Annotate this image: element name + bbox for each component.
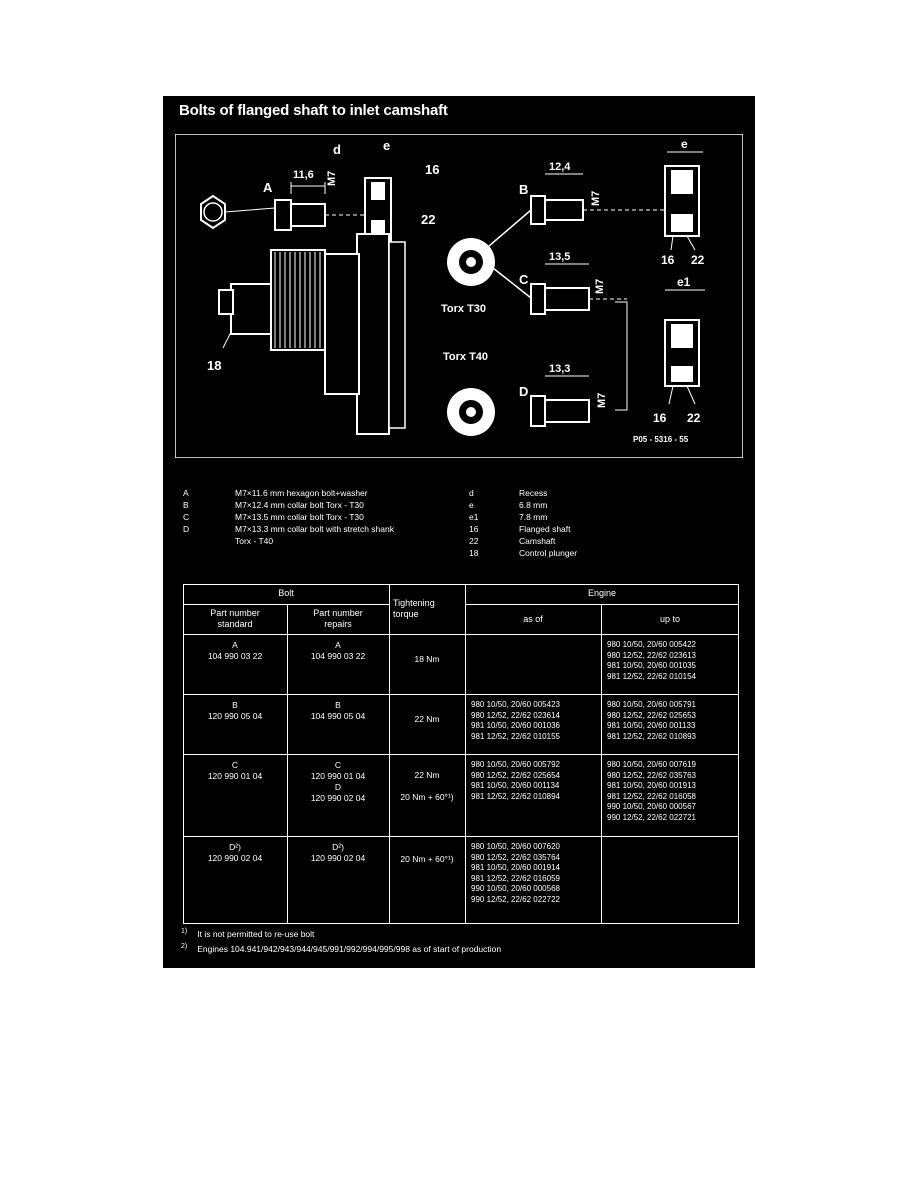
table-cell-rep: A 104 990 03 22 <box>310 640 366 661</box>
legend-key: e1 <box>469 512 479 522</box>
hexagon-head-icon <box>200 194 226 230</box>
header-pn-standard: Part number standard <box>210 608 260 629</box>
header-engine: Engine <box>587 588 617 598</box>
table-cell-rep: C 120 990 01 04 D 120 990 02 04 <box>310 760 366 803</box>
label-d-bolt: D <box>519 384 528 399</box>
label-torx-t40: Torx T40 <box>443 351 488 363</box>
label-22: 22 <box>421 212 435 227</box>
table-cell-up-to: 980 10/50, 20/60 007619 980 12/52, 22/62… <box>607 760 696 822</box>
torx-t40-icon <box>447 388 495 436</box>
technical-diagram: d e 16 22 A 11,6 M7 18 B 12,4 M7 C 13,5 … <box>175 134 743 458</box>
dim-b: 12,4 <box>549 161 571 173</box>
legend-text: Camshaft <box>519 536 556 546</box>
label-22-cd: 22 <box>687 411 701 425</box>
legend-text: M7×13.3 mm collar bolt with stretch shan… <box>235 524 394 534</box>
m7-a: M7 <box>326 171 338 186</box>
figure-reference: P05 - 5316 - 55 <box>633 435 689 444</box>
legend-key: A <box>183 488 189 498</box>
table-cell-torque: 22 Nm 20 Nm + 60°¹) <box>400 770 454 802</box>
header-bolt: Bolt <box>278 588 294 598</box>
document-panel: Bolts of flanged shaft to inlet camshaft <box>163 96 755 968</box>
legend-text: M7×12.4 mm collar bolt Torx - T30 <box>235 500 364 510</box>
page-title: Bolts of flanged shaft to inlet camshaft <box>179 102 448 119</box>
bolt-table: Bolt Part number standard Part number re… <box>183 584 739 924</box>
legend-text: M7×11.6 mm hexagon bolt+washer <box>235 488 368 498</box>
section-view-b <box>664 165 700 237</box>
label-18: 18 <box>207 358 221 373</box>
legend-key: 16 <box>469 524 479 534</box>
table-cell-up-to: 980 10/50, 20/60 005791 980 12/52, 22/62… <box>607 700 696 741</box>
legend-key: e <box>469 500 474 510</box>
flanged-shaft-assembly <box>218 177 406 435</box>
table-cell-as-of: 980 10/50, 20/60 007620 980 12/52, 22/62… <box>471 842 560 904</box>
table-cell-torque: 18 Nm <box>414 654 440 664</box>
label-e: e <box>383 138 390 153</box>
legend-key: d <box>469 488 474 498</box>
table-cell-torque: 20 Nm + 60°¹) <box>400 854 454 864</box>
label-e-right: e <box>681 137 688 151</box>
header-pn-repairs: Part number repairs <box>313 608 363 629</box>
table-cell-as-of: 980 10/50, 20/60 005423 980 12/52, 22/62… <box>471 700 560 741</box>
torx-t30-icon <box>447 238 495 286</box>
table-cell-std: D²) 120 990 02 04 <box>207 842 263 863</box>
footnotes: 1)It is not permitted to re-use bolt 2)E… <box>181 928 501 958</box>
legend-text: Flanged shaft <box>519 524 571 534</box>
legend-text: 7.8 mm <box>519 512 548 522</box>
legend-key: 22 <box>469 536 479 546</box>
table-cell-torque: 22 Nm <box>414 714 440 724</box>
bolt-a-shape <box>274 199 365 231</box>
legend-key: C <box>183 512 190 522</box>
label-d: d <box>333 142 341 157</box>
label-16: 16 <box>425 162 439 177</box>
label-22-b: 22 <box>691 253 705 267</box>
table-cell-std: A 104 990 03 22 <box>207 640 263 661</box>
legend-text: Control plunger <box>519 548 578 558</box>
bolt-b-shape <box>530 195 665 225</box>
legend-text: Torx - T40 <box>235 536 274 546</box>
bolt-d-shape <box>530 395 590 427</box>
footnote: 1)It is not permitted to re-use bolt <box>181 928 315 939</box>
table-cell-rep: D²) 120 990 02 04 <box>310 842 366 863</box>
m7-d: M7 <box>596 393 608 408</box>
dim-c: 13,5 <box>549 251 570 263</box>
table-cell-up-to: 980 10/50, 20/60 005422 980 12/52, 22/62… <box>607 640 696 681</box>
label-e1: e1 <box>677 275 691 289</box>
table-cell-rep: B 104 990 05 04 <box>310 700 366 721</box>
header-as-of: as of <box>523 614 543 624</box>
dim-a: 11,6 <box>293 169 314 181</box>
m7-b: M7 <box>590 191 602 206</box>
header-up-to: up to <box>659 614 681 624</box>
label-a: A <box>263 180 273 195</box>
label-16-cd: 16 <box>653 411 667 425</box>
legend-text: M7×13.5 mm collar bolt Torx - T30 <box>235 512 364 522</box>
label-b: B <box>519 182 528 197</box>
bolt-c-shape <box>530 283 627 315</box>
table-cell-as-of: 980 10/50, 20/60 005792 980 12/52, 22/62… <box>471 760 560 801</box>
legend-key: 18 <box>469 548 479 558</box>
m7-c: M7 <box>594 279 606 294</box>
legend-text: Recess <box>519 488 548 498</box>
label-16-b: 16 <box>661 253 675 267</box>
footnote: 2)Engines 104.941/942/943/944/945/991/99… <box>181 942 502 954</box>
leader-line <box>224 207 276 213</box>
section-view-cd <box>664 319 700 387</box>
legend-key: B <box>183 500 189 510</box>
dim-d: 13,3 <box>549 363 570 375</box>
legend-text: 6.8 mm <box>519 500 548 510</box>
label-torx-t30: Torx T30 <box>441 303 486 315</box>
table-cell-std: C 120 990 01 04 <box>207 760 263 781</box>
label-c: C <box>519 272 529 287</box>
table-cell-std: B 120 990 05 04 <box>207 700 263 721</box>
header-torque: Tightening torque <box>393 598 435 619</box>
legend-key: D <box>183 524 190 534</box>
